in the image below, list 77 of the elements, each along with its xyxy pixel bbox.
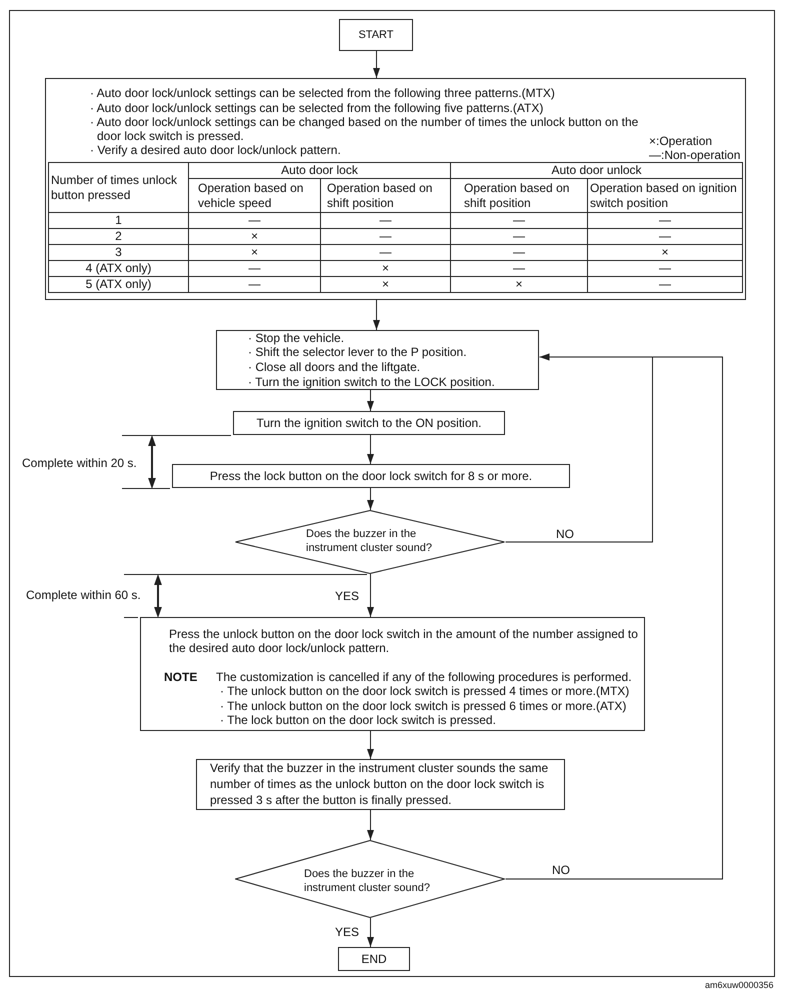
- bullet-text: · Stop the vehicle.: [248, 331, 344, 345]
- figure-id: am6xuw0000356: [705, 980, 774, 991]
- arrow: [367, 730, 374, 760]
- column-header: Operation based on shift position: [450, 178, 588, 212]
- table-cell: ×: [450, 276, 588, 292]
- question-text: Does the buzzer in the instrument cluster sound?: [304, 867, 431, 895]
- row-header: 1: [48, 212, 188, 228]
- column-header: Operation based on shift position: [320, 178, 450, 212]
- row-header: 5 (ATX only): [48, 276, 188, 292]
- dimension-label: Complete within 20 s.: [22, 456, 137, 470]
- info-panel: [45, 78, 746, 300]
- table-cell: —: [450, 260, 588, 276]
- table-cell: —: [188, 260, 320, 276]
- table-cell: ×: [320, 260, 450, 276]
- table-cell: —: [588, 260, 742, 276]
- table-cell: —: [320, 244, 450, 260]
- column-header: Auto door unlock: [450, 162, 742, 178]
- row-header: 2: [48, 228, 188, 244]
- process-box: Turn the ignition switch to the ON position.: [233, 411, 505, 435]
- bullet-text: · Auto door lock/unlock settings can be selected from the following five patterns.(ATX): [90, 101, 544, 115]
- decision-diamond: [235, 510, 505, 574]
- edge-label: YES: [334, 589, 360, 603]
- table-cell: ×: [320, 276, 450, 292]
- process-box: Press the lock button on the door lock switch for 8 s or more.: [172, 464, 570, 488]
- bullet-text: · Verify a desired auto door lock/unlock pattern.: [90, 143, 342, 157]
- table-cell: —: [450, 212, 588, 228]
- note-heading: NOTE: [164, 670, 198, 684]
- arrow: [367, 434, 374, 464]
- table-cell: —: [588, 228, 742, 244]
- arrow: [367, 810, 374, 840]
- symbol-key-text: —:Non-operation: [649, 148, 740, 162]
- bullet-text: · Close all doors and the liftgate.: [248, 360, 420, 374]
- note-text: The customization is cancelled if any of the following procedures is performed.: [216, 670, 632, 684]
- table-cell: —: [588, 212, 742, 228]
- question-text: Does the buzzer in the instrument cluster sound?: [306, 527, 433, 555]
- arrow: [367, 488, 374, 510]
- table-cell: —: [188, 212, 320, 228]
- edge-label: NO: [551, 863, 571, 877]
- edge-label: YES: [334, 925, 360, 939]
- bullet-text: · The unlock button on the door lock switch is pressed 6 times or more.(ATX): [220, 699, 626, 713]
- column-header: Number of times unlock button pressed: [48, 162, 188, 212]
- arrow: [367, 574, 374, 618]
- instruction-text: Verify that the buzzer in the instrument cluster sounds the same number of times as the unlock button on the door lock switch is pressed 3 s after the button is finally pressed.: [210, 760, 550, 808]
- row-header: 3: [48, 244, 188, 260]
- column-header: Operation based on ignition switch position: [588, 178, 742, 212]
- table-cell: ×: [188, 228, 320, 244]
- table-cell: —: [188, 276, 320, 292]
- edge-label: NO: [555, 527, 575, 541]
- process-box: [140, 617, 645, 731]
- arrow: [373, 300, 380, 330]
- table-cell: ×: [588, 244, 742, 260]
- table-cell: —: [588, 276, 742, 292]
- bullet-text: · Auto door lock/unlock settings can be selected from the following three patterns.(MTX): [90, 86, 556, 100]
- instruction-text: Press the unlock button on the door lock switch in the amount of the number assigned to the desired auto door lock/unlock pattern.: [169, 627, 639, 655]
- table-cell: ×: [188, 244, 320, 260]
- bullet-text: · The lock button on the door lock switch is pressed.: [220, 713, 496, 727]
- column-header: Auto door lock: [188, 162, 450, 178]
- arrow: [367, 918, 374, 948]
- table-cell: —: [450, 244, 588, 260]
- symbol-key-text: ×:Operation: [649, 134, 712, 148]
- decision-diamond: [235, 840, 505, 918]
- process-box: [216, 330, 539, 390]
- bullet-text: · Auto door lock/unlock settings can be changed based on the number of times the unlock button on the door lock switch is pressed.: [90, 115, 639, 143]
- arrow: [367, 390, 374, 412]
- table-cell: —: [320, 228, 450, 244]
- bullet-text: · Turn the ignition switch to the LOCK position.: [248, 374, 495, 388]
- table-cell: —: [450, 228, 588, 244]
- table-cell: —: [320, 212, 450, 228]
- column-header: Operation based on vehicle speed: [188, 178, 320, 212]
- terminal-box: START: [339, 19, 413, 51]
- dimension-label: Complete within 60 s.: [26, 588, 141, 602]
- bullet-text: · The unlock button on the door lock switch is pressed 4 times or more.(MTX): [220, 684, 630, 698]
- arrow: [373, 50, 380, 78]
- row-header: 4 (ATX only): [48, 260, 188, 276]
- arrow: [505, 354, 723, 880]
- terminal-box: END: [338, 947, 410, 971]
- bullet-text: · Shift the selector lever to the P position.: [248, 345, 467, 359]
